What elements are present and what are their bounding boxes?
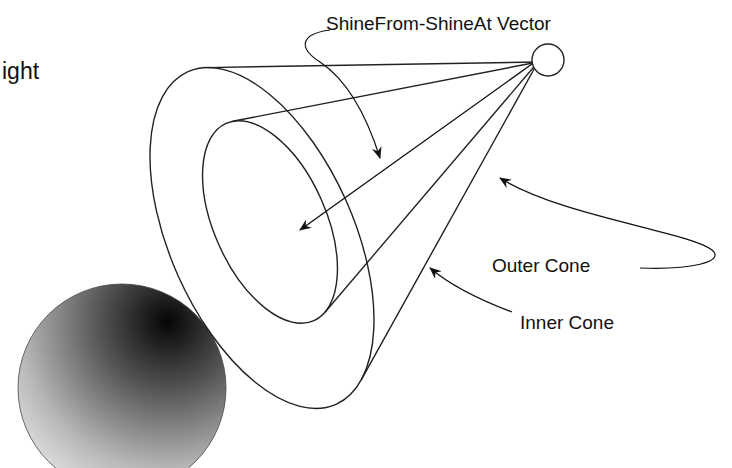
outer-cone-side <box>207 62 538 68</box>
inner-cone-rim <box>175 101 365 344</box>
cone-outlines <box>104 34 538 441</box>
leader-lines <box>305 30 715 312</box>
shine-vector <box>300 64 532 230</box>
vector-label: ShineFrom-ShineAt Vector <box>326 14 551 33</box>
cropped-title: ight <box>2 60 39 83</box>
lit-sphere <box>18 284 226 468</box>
outer-cone-rim <box>104 34 420 441</box>
inner-cone-label: Inner Cone <box>520 313 614 332</box>
outer-cone-leader <box>500 178 715 268</box>
outer-cone-side <box>361 62 538 380</box>
light-source <box>532 44 564 76</box>
vector-leader <box>305 30 380 158</box>
outer-cone-label: Outer Cone <box>492 256 590 275</box>
